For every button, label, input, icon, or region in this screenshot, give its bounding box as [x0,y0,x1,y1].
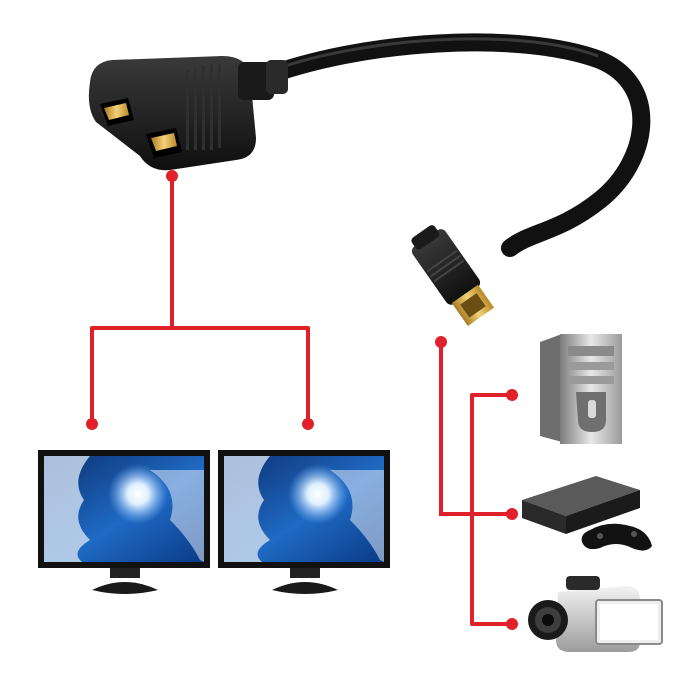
hdmi-plug-icon [411,225,495,327]
connector-lines [90,174,514,626]
monitor-icon [218,450,390,594]
monitor-icon [38,450,210,594]
hdmi-cable [253,33,651,257]
pc-tower-icon [540,334,622,444]
game-console-icon [522,476,652,551]
camcorder-icon [528,576,663,652]
connector-dots [86,170,518,630]
hdmi-splitter-icon [88,56,288,171]
